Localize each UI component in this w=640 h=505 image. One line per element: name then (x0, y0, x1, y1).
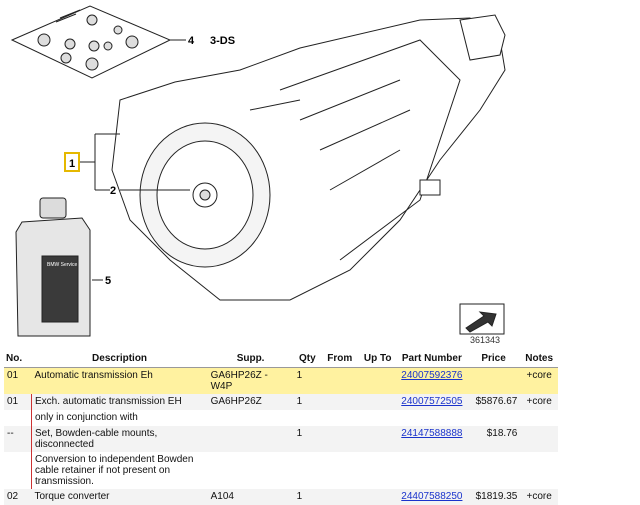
table-row[interactable]: -- Set, Bowden-cable mounts, disconnecte… (4, 426, 558, 452)
cell-no (4, 452, 31, 489)
table-row[interactable]: 01 Exch. automatic transmission EH GA6HP… (4, 394, 558, 410)
cell-qty: 1 (293, 394, 322, 410)
parts-table: No. Description Supp. Qty From Up To Par… (4, 350, 558, 505)
col-supp: Supp. (207, 350, 294, 368)
cell-notes (520, 426, 558, 452)
cell-description: Set, Bowden-cable mounts, disconnected (30, 426, 208, 452)
table-row[interactable]: 01 Automatic transmission Eh GA6HP26Z - … (4, 367, 558, 394)
cell-upto (358, 489, 397, 505)
cell-price (467, 452, 521, 489)
callout-4: 4 (188, 35, 195, 47)
cell-from (321, 367, 359, 394)
cell-qty: 1 (293, 426, 322, 452)
part-number-link[interactable]: 24007592376 (401, 370, 463, 381)
cell-from (321, 410, 358, 426)
col-price: Price (466, 350, 521, 368)
cell-description: Exch. automatic transmission EH (30, 394, 208, 410)
col-notes: Notes (520, 350, 558, 368)
callout-1: 1 (69, 158, 75, 170)
cell-qty: 1 (293, 367, 322, 394)
cell-supp (208, 452, 294, 489)
col-part-number: Part Number (396, 350, 467, 368)
kit-label: 3-DS (210, 35, 235, 47)
oil-bottle-illustration: BMW Service (15, 197, 91, 337)
cell-qty (294, 410, 322, 426)
callout-1-highlight (64, 152, 80, 172)
cell-qty (294, 452, 322, 489)
table-row: Conversion to independent Bowden cable r… (4, 452, 558, 489)
reference-arrow-icon (459, 303, 505, 335)
cell-supp: GA6HP26Z - W4P (207, 367, 294, 394)
cell-upto (358, 367, 397, 394)
part-number-link[interactable]: 24007572505 (401, 396, 463, 407)
col-no: No. (4, 350, 32, 368)
cell-from (321, 452, 358, 489)
cell-price (466, 367, 521, 394)
col-description: Description (31, 350, 208, 368)
cell-price (467, 410, 521, 426)
part-number-link[interactable]: 24407588250 (401, 491, 463, 502)
cell-notes: +core (520, 489, 558, 505)
cell-no: -- (4, 426, 32, 452)
cell-supp (208, 410, 294, 426)
svg-text:BMW Service: BMW Service (47, 262, 78, 268)
table-header-row: No. Description Supp. Qty From Up To Par… (4, 350, 558, 368)
cell-description: Automatic transmission Eh (31, 367, 208, 394)
cell-notes (520, 410, 558, 426)
cell-price: $18.76 (466, 426, 521, 452)
table-row[interactable]: 02 Torque converter A104 1 24407588250 $… (4, 489, 558, 505)
cell-no (4, 410, 31, 426)
cell-description: only in conjunction with (30, 410, 208, 426)
cell-supp: A104 (207, 489, 294, 505)
cell-from (321, 394, 359, 410)
part-number-link[interactable]: 24147588888 (401, 428, 463, 439)
cell-part-number (397, 410, 467, 426)
table-row: only in conjunction with (4, 410, 558, 426)
cell-description: Torque converter (31, 489, 208, 505)
cell-supp (207, 426, 294, 452)
cell-notes: +core (520, 394, 558, 410)
cell-upto (358, 426, 397, 452)
parts-diagram: 4 3-DS 1 2 BMW Service 5 (10, 5, 506, 337)
cell-part-number (397, 452, 467, 489)
cell-price: $5876.67 (466, 394, 521, 410)
cell-notes (520, 452, 558, 489)
col-from: From (321, 350, 359, 368)
cell-notes: +core (520, 367, 558, 394)
cell-no: 02 (4, 489, 32, 505)
cell-from (321, 489, 359, 505)
diagram-reference-number: 361343 (470, 335, 501, 345)
callout-5: 5 (105, 275, 111, 287)
callout-2: 2 (110, 185, 116, 197)
cell-supp: GA6HP26Z (207, 394, 294, 410)
col-qty: Qty (293, 350, 322, 368)
col-upto: Up To (358, 350, 397, 368)
cell-price: $1819.35 (466, 489, 521, 505)
hardware-kit-illustration (10, 5, 186, 79)
cell-upto (358, 394, 397, 410)
parts-table-container: No. Description Supp. Qty From Up To Par… (4, 350, 558, 505)
transmission-illustration (111, 14, 506, 301)
cell-upto (358, 410, 397, 426)
cell-description: Conversion to independent Bowden cable r… (30, 452, 208, 489)
cell-no: 01 (4, 367, 32, 394)
cell-qty: 1 (293, 489, 322, 505)
cell-upto (358, 452, 397, 489)
cell-from (321, 426, 359, 452)
cell-no: 01 (4, 394, 32, 410)
